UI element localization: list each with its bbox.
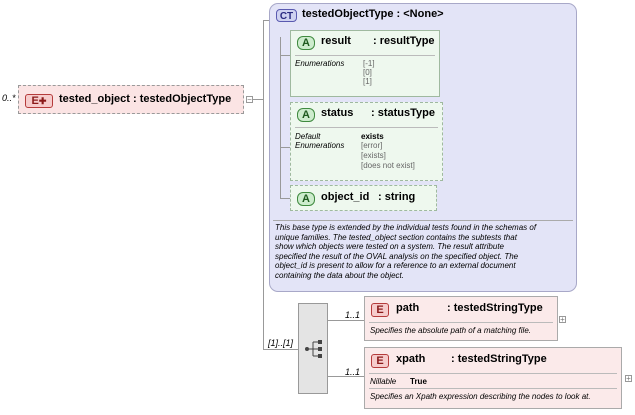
property-value: True — [410, 377, 427, 386]
sequence-multiplicity: [1]..[1] — [268, 338, 294, 348]
root-multiplicity: 0..* — [2, 93, 16, 103]
divider — [273, 220, 573, 221]
enum-value: [-1] — [363, 59, 375, 68]
element-type: : testedStringType — [447, 302, 543, 314]
connector-line — [263, 349, 298, 350]
path-multiplicity: 1..1 — [345, 310, 361, 320]
complex-type-box[interactable]: CT testedObjectType : <None> A result : … — [269, 3, 577, 292]
xpath-multiplicity: 1..1 — [345, 367, 361, 377]
sequence-compositor[interactable] — [298, 303, 328, 394]
divider — [369, 388, 617, 389]
complex-type-badge: CT — [276, 9, 297, 22]
attribute-badge: A — [297, 108, 315, 122]
connector-line — [280, 198, 290, 199]
xpath-element[interactable]: E xpath : testedStringType Nillable True… — [364, 347, 622, 409]
attribute-result[interactable]: A result : resultType Enumerations [-1] … — [290, 30, 440, 97]
attribute-name: status — [321, 107, 354, 119]
enum-value: [does not exist] — [361, 161, 415, 170]
attribute-status[interactable]: A status : statusType Default exists Enu… — [290, 102, 443, 181]
expand-toggle-icon[interactable]: + — [559, 315, 566, 324]
connector-line — [263, 20, 264, 350]
divider — [295, 55, 435, 56]
sequence-icon — [305, 340, 322, 358]
attribute-type: : resultType — [373, 35, 435, 47]
element-badge: E✚ — [25, 94, 53, 108]
attribute-badge: A — [297, 36, 315, 50]
divider — [295, 127, 438, 128]
element-documentation: Specifies an Xpath expression describing… — [370, 392, 591, 401]
enum-value: [0] — [363, 68, 372, 77]
element-badge: E — [371, 303, 389, 317]
complex-type-title: testedObjectType : <None> — [302, 8, 444, 20]
collapse-toggle-icon[interactable]: − — [246, 95, 253, 104]
element-name: xpath — [396, 353, 426, 365]
attribute-name: result — [321, 35, 351, 47]
property-label: Nillable — [370, 377, 397, 386]
tested-object-element[interactable]: E✚ tested_object : testedObjectType — [18, 85, 244, 114]
element-type: : testedStringType — [451, 353, 547, 365]
divider — [369, 373, 617, 374]
attribute-type: : string — [378, 191, 416, 203]
complex-type-documentation: This base type is extended by the indivi… — [275, 223, 537, 280]
divider — [369, 322, 553, 323]
element-documentation: Specifies the absolute path of a matchin… — [370, 326, 531, 335]
expand-toggle-icon[interactable]: + — [625, 374, 632, 383]
connector-line — [328, 320, 364, 321]
attribute-object-id[interactable]: A object_id : string — [290, 185, 437, 211]
connector-line — [280, 55, 290, 56]
property-label: Enumerations — [295, 59, 345, 68]
attribute-name: object_id — [321, 191, 370, 203]
connector-line — [263, 20, 269, 21]
element-name: path — [396, 302, 420, 314]
element-badge: E — [371, 354, 389, 368]
connector-line — [280, 147, 290, 148]
connector-line — [280, 37, 281, 199]
path-element[interactable]: E path : testedStringType Specifies the … — [364, 296, 558, 341]
attribute-badge: A — [297, 192, 315, 206]
property-label: Default — [295, 132, 321, 141]
enum-value: [1] — [363, 77, 372, 86]
connector-line — [328, 376, 364, 377]
default-value: exists — [361, 132, 384, 141]
property-label: Enumerations — [295, 141, 345, 150]
enum-value: [error] — [361, 141, 383, 150]
tested-object-name: tested_object : testedObjectType — [59, 93, 232, 105]
attribute-type: : statusType — [371, 107, 435, 119]
connector-line — [253, 99, 263, 100]
enum-value: [exists] — [361, 151, 386, 160]
